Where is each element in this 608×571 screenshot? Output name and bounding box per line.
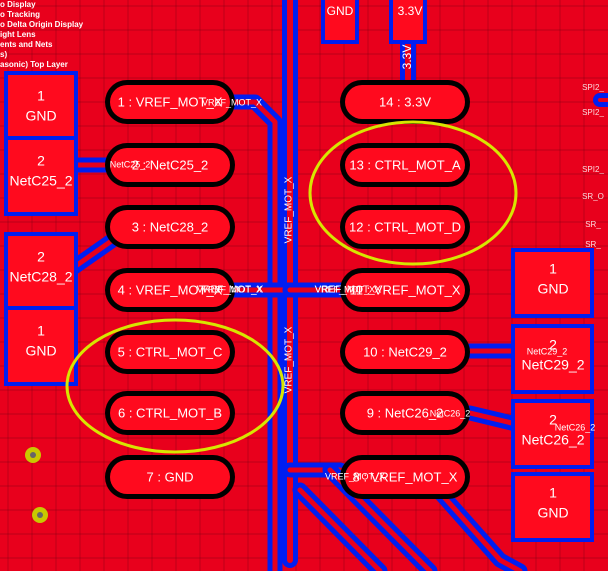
ic-pad-label: 6 : CTRL_MOT_B xyxy=(118,405,222,420)
connector-label-3v3-vertical: 3.3V xyxy=(400,45,414,70)
ic-pad-right-13[interactable] xyxy=(345,148,465,182)
edge-label: SR_O xyxy=(582,192,604,201)
ic-pad-label: 9 : NetC26_2 xyxy=(367,405,444,420)
ic-pad-label: 10 : NetC29_2 xyxy=(363,344,447,359)
ic-pad-right-12[interactable] xyxy=(345,210,465,244)
trace-diag-2[interactable] xyxy=(297,487,383,571)
component-net-label: GND xyxy=(25,343,56,359)
pad-net-label: NetC26_2 xyxy=(430,408,471,418)
component-pad-right[interactable] xyxy=(515,252,590,314)
component-net-label: NetC29_2 xyxy=(521,357,584,373)
pad-net-label: VREF_MOT_X xyxy=(202,284,262,294)
connector-label-3v3: 3.3V xyxy=(398,4,423,18)
ic-pad-label: 12 : CTRL_MOT_D xyxy=(349,219,461,234)
ic-pad-left-1[interactable] xyxy=(110,85,230,119)
view-info-overlay: o Display o Tracking o Delta Origin Disp… xyxy=(0,0,86,70)
overlay-line: o Display xyxy=(0,0,36,9)
trace-label: VREF_MOT_X xyxy=(284,326,295,393)
overlay-line: s) xyxy=(0,50,8,59)
component-net-label: GND xyxy=(25,108,56,124)
via-hole xyxy=(30,452,36,458)
ic-pad-label: 13 : CTRL_MOT_A xyxy=(349,157,461,172)
edge-label: SPI2_ xyxy=(582,83,604,92)
connector-label-gnd: GND xyxy=(327,4,354,18)
component-net-label: NetC25_2 xyxy=(9,173,72,189)
ic-pad-label: 14 : 3.3V xyxy=(379,94,431,109)
connector-pad-3v3[interactable] xyxy=(393,0,423,40)
ic-pad-right-11[interactable] xyxy=(345,273,465,307)
trace-label: VREF_MOT_X xyxy=(197,285,264,296)
ic-pad-label: 7 : GND xyxy=(147,469,194,484)
ic-pad-left-3[interactable] xyxy=(110,210,230,244)
ic-pad-label: 11 : VREF_MOT_X xyxy=(349,282,460,297)
ic-pad-label: 3 : NetC28_2 xyxy=(132,219,209,234)
component-net-label: NetC26_2 xyxy=(521,432,584,448)
component-pin-number: 2 xyxy=(37,249,45,265)
component-pad-left[interactable] xyxy=(8,140,74,212)
ic-pad-right-10[interactable] xyxy=(345,335,465,369)
trace-label: VREF_MOT_X xyxy=(284,176,295,243)
edge-label: SPI2_ xyxy=(582,165,604,174)
overlay-line: asonic) Top Layer xyxy=(0,60,68,69)
via-hole xyxy=(37,512,43,518)
ic-pad-label: 8 : VREF_MOT_X xyxy=(353,469,458,484)
component-pad-right[interactable] xyxy=(515,476,590,538)
component-pad-right[interactable] xyxy=(515,328,590,390)
overlay-line: o Tracking xyxy=(0,10,41,19)
ic-pad-right-8[interactable] xyxy=(345,460,465,494)
edge-label: SR_ xyxy=(585,220,601,229)
trace-label: VREF_MOT_X xyxy=(315,285,382,296)
label-layer: 1 : VREF_MOT_X 2 : NetC25_2 3 : NetC28_2 4 … xyxy=(9,4,604,521)
trace-label: NetC26_2 xyxy=(555,422,596,432)
component-pad-left[interactable] xyxy=(8,310,74,382)
pad-net-label: VREF_MOT_X xyxy=(202,97,262,107)
pad-net-label: VREF_MOT_X xyxy=(315,284,375,294)
component-pin-number: 1 xyxy=(37,88,45,104)
component-net-label: NetC28_2 xyxy=(9,269,72,285)
component-pin-number: 2 xyxy=(549,412,557,428)
ic-pad-left-4[interactable] xyxy=(110,273,230,307)
component-pad-left[interactable] xyxy=(8,236,74,308)
component-pin-number: 1 xyxy=(549,485,557,501)
component-net-label: GND xyxy=(537,505,568,521)
overlay-line: o Delta Origin Display xyxy=(0,20,84,29)
component-pin-number: 1 xyxy=(549,261,557,277)
trace-label: NetC29_2 xyxy=(527,346,568,356)
component-pin-number: 1 xyxy=(37,323,45,339)
component-pin-number: 2 xyxy=(549,337,557,353)
component-pad-right[interactable] xyxy=(515,403,590,465)
ic-pad-right-9[interactable] xyxy=(345,396,465,430)
ic-pad-label: 2 : NetC25_2 xyxy=(132,157,209,172)
ic-pad-label: 4 : VREF_MOT_X xyxy=(118,282,223,297)
ic-pad-right-14[interactable] xyxy=(345,85,465,119)
ic-pad-left-6[interactable] xyxy=(110,396,230,430)
component-net-label: GND xyxy=(537,281,568,297)
ic-pad-label: 1 : VREF_MOT_X xyxy=(118,94,223,109)
ic-pad-left-7[interactable] xyxy=(110,460,230,494)
pad-net-label: VREF_MOT_X xyxy=(325,471,385,481)
edge-label: SR_ xyxy=(585,240,601,249)
component-pad-left[interactable] xyxy=(8,75,74,141)
overlay-line: ents and Nets xyxy=(0,40,53,49)
highlight-ellipse-ctrl-a-d xyxy=(308,120,518,266)
pad-layer xyxy=(4,0,594,542)
edge-label: SPI2_ xyxy=(582,108,604,117)
ic-pad-left-5[interactable] xyxy=(110,335,230,369)
ic-pad-left-2[interactable] xyxy=(110,148,230,182)
trace-diag-3[interactable] xyxy=(417,467,523,571)
ic-pad-label: 5 : CTRL_MOT_C xyxy=(118,344,223,359)
connector-pad-gnd[interactable] xyxy=(325,0,355,40)
pad-net-label: NetC25_2 xyxy=(110,159,151,169)
highlight-ellipse-ctrl-b-c xyxy=(65,318,285,454)
overlay-line: ight Lens xyxy=(0,30,36,39)
component-pin-number: 2 xyxy=(37,153,45,169)
